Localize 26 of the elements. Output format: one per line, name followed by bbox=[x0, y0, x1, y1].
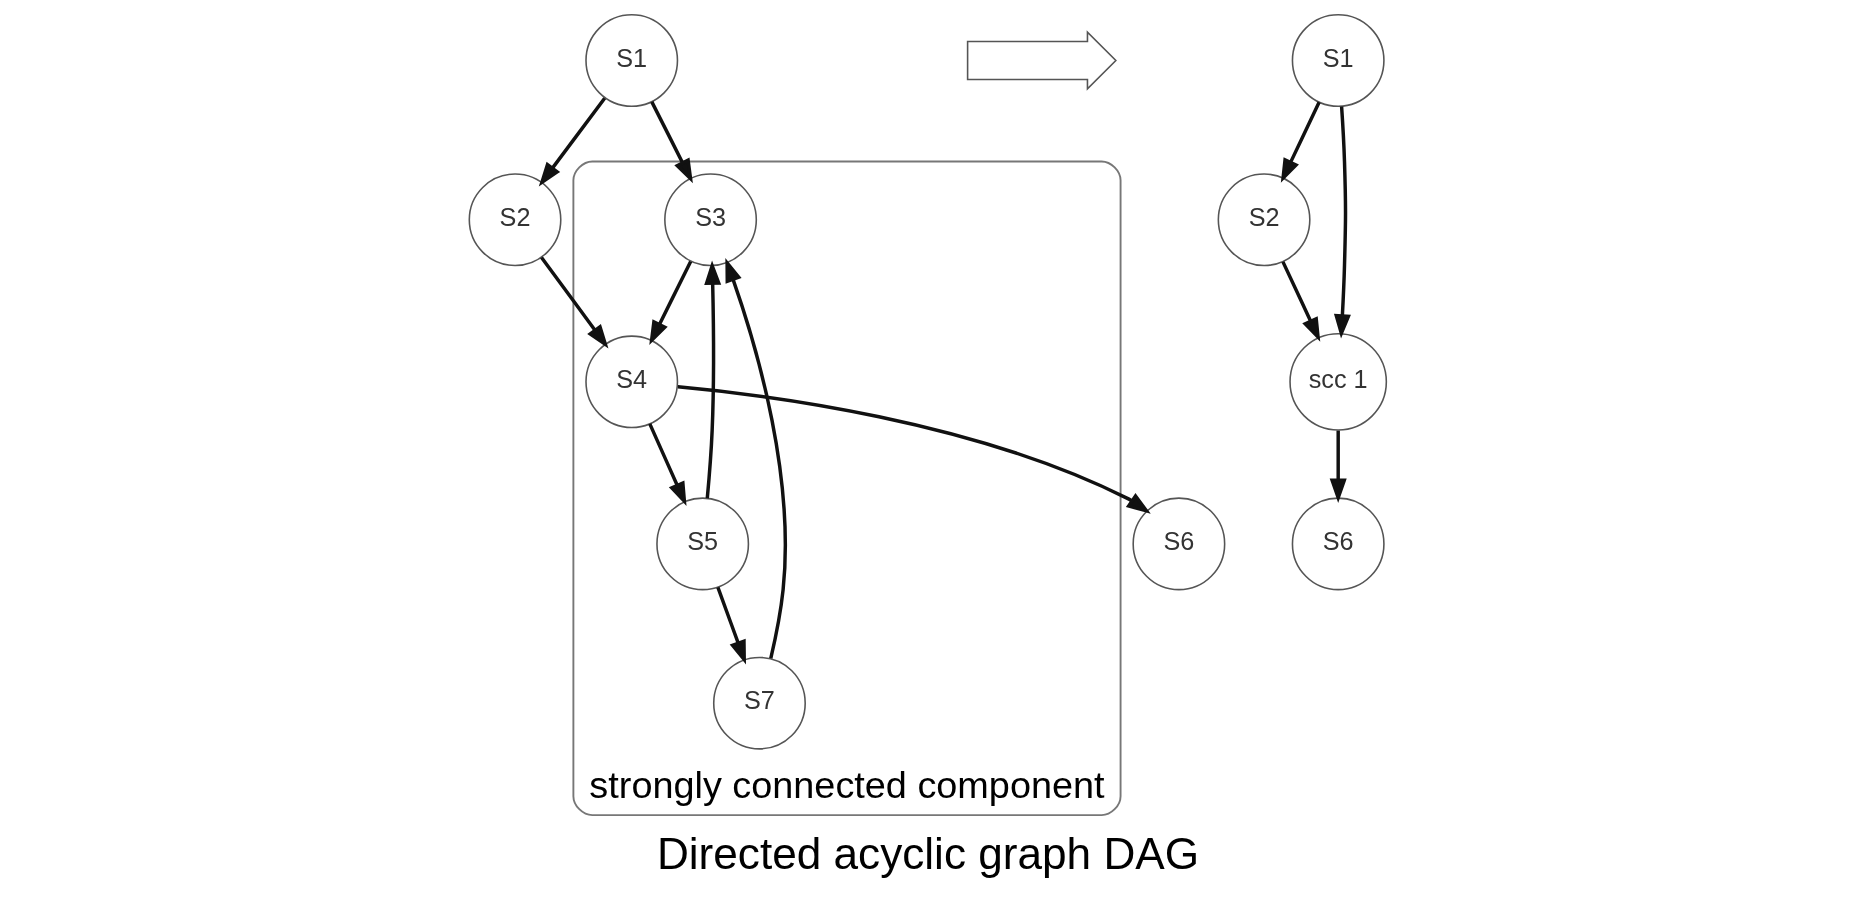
arrow bbox=[703, 260, 721, 499]
node-circle: S6 bbox=[1131, 497, 1225, 591]
node-circle: S7 bbox=[712, 656, 806, 750]
node-circle: S4 bbox=[584, 335, 678, 429]
node-circle: S1 bbox=[1291, 14, 1385, 108]
arrow bbox=[1280, 261, 1320, 342]
node-circle: S1 bbox=[584, 14, 678, 108]
arrow bbox=[715, 586, 746, 665]
arrow bbox=[724, 258, 787, 659]
node-circle: S6 bbox=[1291, 497, 1385, 591]
arrow bbox=[649, 101, 693, 184]
arrow bbox=[538, 97, 606, 187]
arrow bbox=[648, 260, 692, 345]
node-circle: S3 bbox=[663, 173, 757, 267]
node-arrow bbox=[966, 30, 1117, 91]
node-circle: S2 bbox=[468, 173, 562, 267]
arrow bbox=[647, 423, 687, 507]
caption: Directed acyclic graph DAG bbox=[656, 829, 1199, 879]
arrow bbox=[1333, 106, 1351, 339]
node-circle: S2 bbox=[1217, 173, 1311, 267]
arrow bbox=[1329, 430, 1347, 503]
arrow bbox=[539, 256, 608, 349]
arrow bbox=[677, 385, 1151, 514]
node-circle: scc 1 bbox=[1288, 332, 1387, 431]
arrow bbox=[1280, 101, 1321, 183]
node-circle: S5 bbox=[655, 497, 749, 591]
